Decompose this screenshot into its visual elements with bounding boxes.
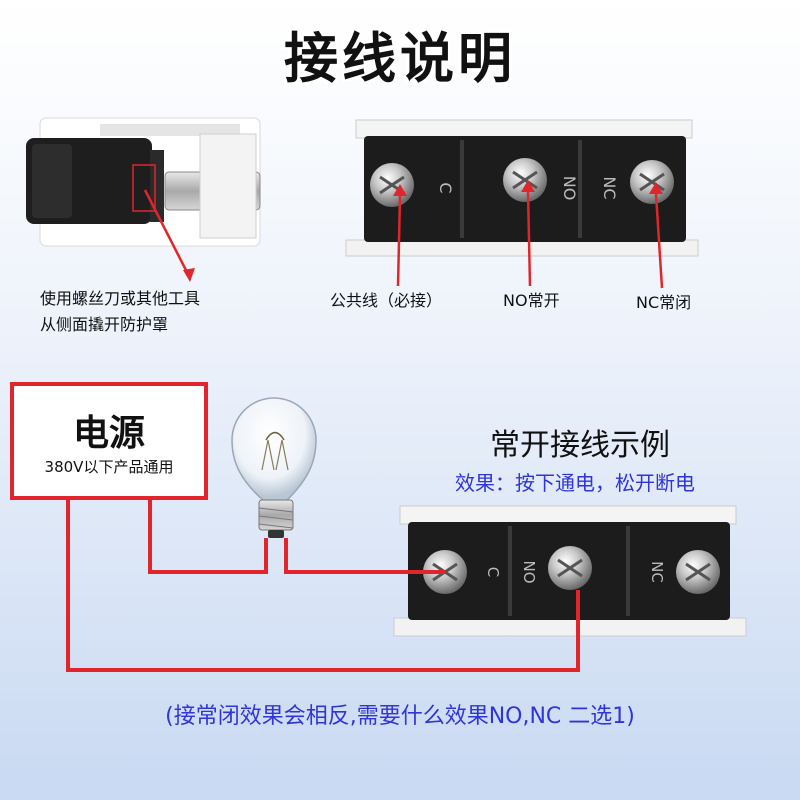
terminal-block-bottom bbox=[393, 505, 747, 637]
page-title: 接线说明 bbox=[284, 27, 516, 90]
arrow-nc bbox=[654, 193, 664, 289]
terminal-mark-c-bottom: C bbox=[484, 567, 502, 577]
pry-instruction: 使用螺丝刀或其他工具 从侧面撬开防护罩 bbox=[40, 286, 280, 338]
terminal-mark-c: C bbox=[436, 182, 455, 193]
arrow-c bbox=[396, 195, 402, 287]
terminal-mark-nc-bottom: NC bbox=[648, 561, 666, 583]
pry-instruction-line2: 从侧面撬开防护罩 bbox=[40, 315, 169, 334]
wire-bulb-to-c bbox=[284, 538, 445, 574]
power-source-box: 电源 380V以下产品通用 bbox=[10, 382, 208, 500]
arrow-no bbox=[526, 191, 532, 287]
switch-photo bbox=[26, 117, 261, 247]
terminal-mark-no-bottom: NO bbox=[520, 560, 538, 583]
terminal-mark-no: NO bbox=[560, 176, 579, 201]
wire-power-to-bulb bbox=[148, 500, 268, 574]
wire-power-to-no bbox=[66, 500, 580, 672]
caption-c: 公共线（必接） bbox=[330, 291, 443, 310]
terminal-mark-nc: NC bbox=[600, 176, 619, 199]
pry-spot-highlight bbox=[132, 164, 156, 212]
bottom-note: (接常闭效果会相反,需要什么效果NO,NC 二选1) bbox=[165, 704, 635, 729]
power-title: 电源 bbox=[72, 413, 145, 454]
demo-title: 常开接线示例 bbox=[490, 428, 670, 463]
caption-nc: NC常闭 bbox=[636, 293, 692, 312]
wiring bbox=[66, 500, 580, 672]
light-bulb bbox=[231, 397, 317, 538]
pointer-arrow bbox=[143, 189, 192, 279]
caption-no: NO常开 bbox=[503, 291, 560, 310]
power-subtitle: 380V以下产品通用 bbox=[44, 458, 174, 476]
pry-instruction-line1: 使用螺丝刀或其他工具 bbox=[40, 289, 201, 308]
demo-effect: 效果：按下通电，松开断电 bbox=[455, 471, 695, 495]
